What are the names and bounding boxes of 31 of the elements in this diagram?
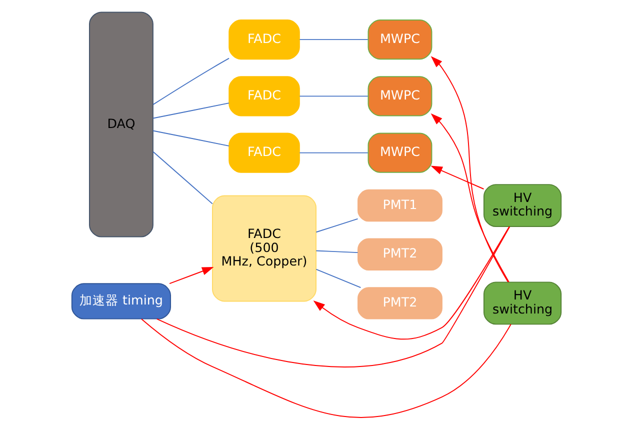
connector	[298, 39, 368, 40]
connector	[298, 152, 368, 154]
node-box: PMT1	[357, 189, 442, 222]
connector	[315, 218, 358, 233]
arrow	[430, 113, 509, 283]
connector	[315, 250, 358, 254]
connector	[140, 318, 511, 418]
node-box: MWPC	[367, 76, 432, 116]
arrow	[312, 226, 510, 340]
node-box: FADC	[228, 20, 300, 60]
connector	[298, 96, 368, 97]
node-box: HV switching	[482, 282, 562, 325]
connector	[156, 226, 510, 368]
connector	[152, 151, 212, 204]
connector	[152, 58, 229, 105]
node-box: MWPC	[367, 132, 432, 173]
arrow	[168, 267, 214, 284]
node-box: HV switching	[482, 184, 562, 228]
node-box: FADC	[228, 132, 300, 173]
node-box: PMT2	[357, 238, 442, 270]
node-box: 加速器 timing	[70, 283, 171, 320]
connector	[315, 268, 361, 288]
arrow	[430, 56, 508, 282]
arrow	[430, 166, 484, 190]
node-box: PMT2	[357, 287, 442, 320]
connector	[152, 102, 229, 119]
node-box: DAQ	[88, 12, 153, 238]
node-box: FADC	[228, 76, 300, 116]
node-box: FADC (500 MHz, Copper)	[212, 195, 316, 302]
node-box: MWPC	[367, 20, 432, 60]
connector	[152, 130, 229, 146]
